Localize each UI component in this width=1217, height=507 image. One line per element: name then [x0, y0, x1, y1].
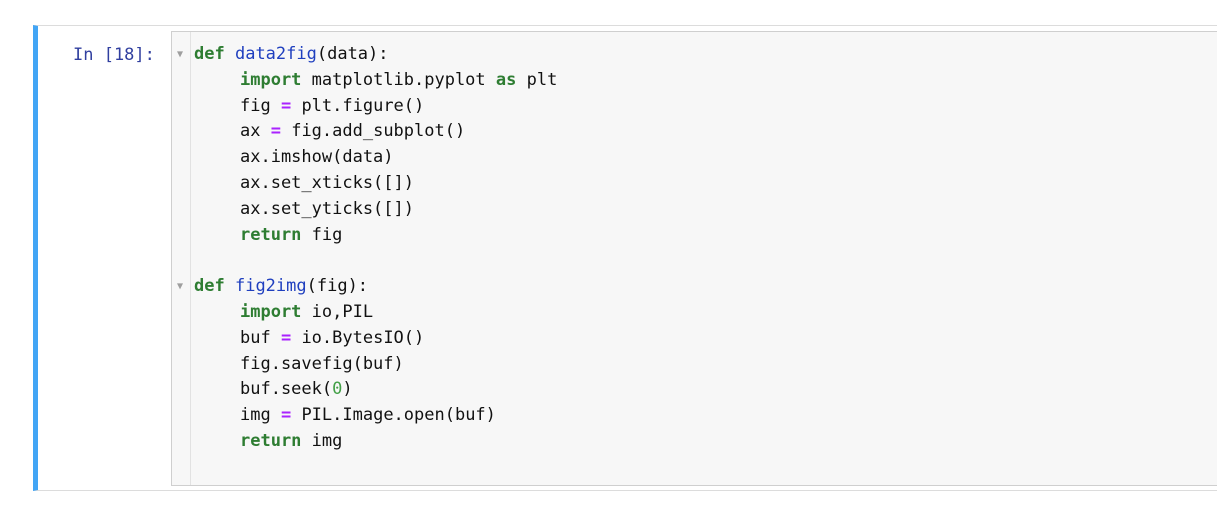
code-text-span: matplotlib.pyplot [301, 69, 496, 90]
code-text-span: ax.set_xticks([]) [240, 172, 414, 193]
code-text-span: buf.seek( [240, 379, 333, 400]
collapse-triangle-icon[interactable]: ▼ [176, 49, 184, 60]
code-editor[interactable]: ▼ ▼ def data2fig(data):import matplotlib… [171, 31, 1217, 486]
code-line: return fig [194, 223, 557, 249]
code-text-span: io,PIL [301, 301, 374, 322]
code-text-span: ax.imshow(data) [240, 147, 394, 168]
code-text[interactable]: def data2fig(data):import matplotlib.pyp… [194, 42, 557, 455]
code-line: ax.set_xticks([]) [194, 171, 557, 197]
keyword: return [240, 430, 302, 451]
code-text-span: fig [301, 224, 343, 245]
variable: img [240, 405, 281, 426]
code-text-span: ax.set_yticks([]) [240, 198, 414, 219]
code-line: return img [194, 429, 557, 455]
input-prompt: In [18]: [73, 45, 155, 65]
keyword: import [240, 69, 302, 90]
code-line: buf.seek(0) [194, 377, 557, 403]
code-text-span: fig.add_subplot() [280, 121, 466, 142]
code-line: fig.savefig(buf) [194, 352, 557, 378]
function-name: fig2img [234, 276, 307, 297]
code-line: ax.imshow(data) [194, 145, 557, 171]
code-text-span: PIL.Image.open(buf) [291, 405, 496, 426]
code-text-span: io.BytesIO() [291, 327, 425, 348]
code-line: def fig2img(fig): [194, 274, 557, 300]
code-line: fig = plt.figure() [194, 94, 557, 120]
code-cell[interactable]: In [18]: ▼ ▼ def data2fig(data):import m… [33, 25, 1217, 491]
keyword: as [495, 69, 517, 90]
code-line: img = PIL.Image.open(buf) [194, 403, 557, 429]
keyword: import [240, 301, 302, 322]
number-literal: 0 [332, 379, 343, 400]
keyword: return [240, 224, 302, 245]
code-text-span: ) [342, 379, 353, 400]
function-signature: (fig): [306, 276, 369, 297]
function-name: data2fig [234, 44, 317, 64]
code-line: def data2fig(data): [194, 42, 557, 68]
variable: ax [240, 121, 271, 142]
code-line: ax = fig.add_subplot() [194, 119, 557, 145]
operator: = [280, 405, 292, 426]
code-text-span: plt [516, 69, 558, 90]
code-line: import matplotlib.pyplot as plt [194, 68, 557, 94]
blank-line [194, 248, 557, 274]
function-signature: (data): [316, 44, 389, 64]
operator: = [280, 327, 292, 348]
code-text-span: plt.figure() [291, 95, 425, 116]
keyword: def [194, 44, 225, 64]
fold-gutter [190, 32, 191, 485]
collapse-triangle-icon[interactable]: ▼ [176, 281, 184, 292]
keyword: def [194, 276, 225, 297]
variable: fig [240, 95, 281, 116]
operator: = [280, 95, 292, 116]
operator: = [270, 121, 281, 142]
code-text-span: img [301, 430, 343, 451]
variable: buf [240, 327, 281, 348]
code-line: import io,PIL [194, 300, 557, 326]
code-text-span: fig.savefig(buf) [240, 353, 404, 374]
code-line: buf = io.BytesIO() [194, 326, 557, 352]
code-line: ax.set_yticks([]) [194, 197, 557, 223]
